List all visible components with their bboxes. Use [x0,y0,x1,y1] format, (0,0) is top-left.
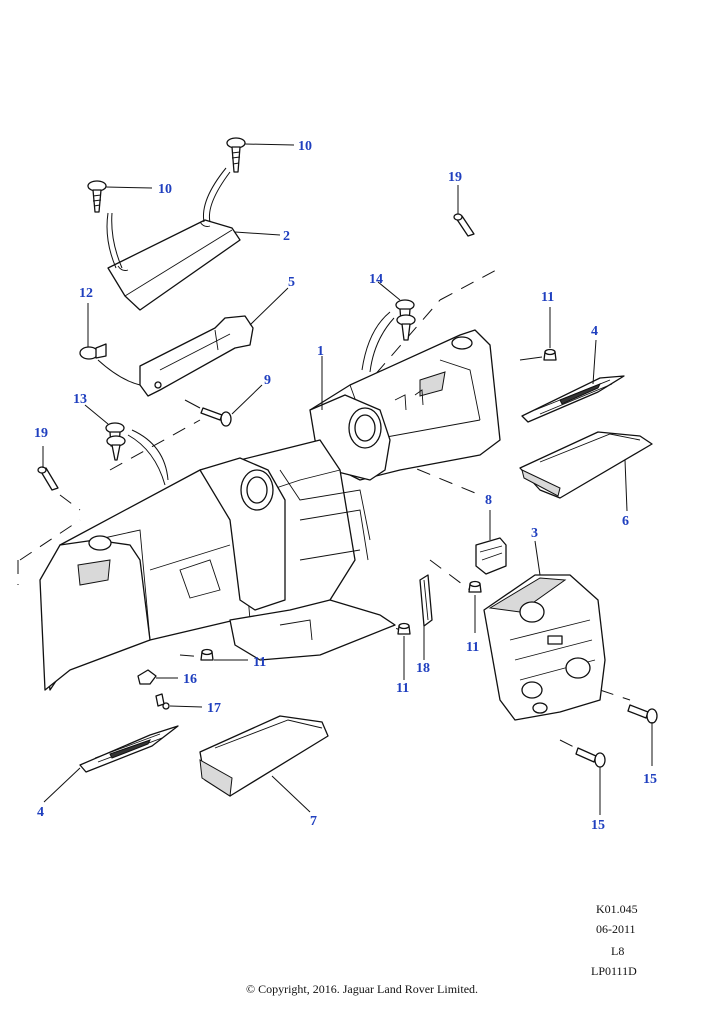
callout-15-upper: 15 [643,772,657,787]
copyright-notice: © Copyright, 2016. Jaguar Land Rover Lim… [245,982,479,996]
reference-model: L8 [611,944,625,958]
callout-1: 1 [317,344,324,359]
part-10-screw-right[interactable] [226,137,246,173]
reference-code: K01.045 [596,902,638,916]
part-4-grille-lower[interactable] [79,725,179,773]
callout-5: 5 [288,275,295,290]
callout-18: 18 [416,661,430,676]
part-1-dashboard-body[interactable] [39,329,501,691]
part-7-lower-tray[interactable] [199,715,329,797]
part-18-strip[interactable] [419,574,433,627]
callout-12: 12 [79,286,93,301]
callout-9: 9 [264,373,271,388]
part-4-grille-upper[interactable] [521,375,625,423]
callout-7: 7 [310,814,317,829]
callout-16: 16 [183,672,197,687]
part-5-grab-handle[interactable] [139,315,254,397]
callout-2: 2 [283,229,290,244]
reference-date: 06-2011 [596,922,636,936]
part-13-clip[interactable] [105,422,126,461]
callout-10-left: 10 [158,182,172,197]
callout-3: 3 [531,526,538,541]
part-12-clip[interactable] [79,343,107,360]
callout-labels: 10 10 2 19 5 12 14 11 1 4 9 13 19 6 8 3 … [34,139,657,833]
reference-diagram-id: LP0111D [591,964,637,978]
part-15-screw-upper[interactable] [627,704,658,724]
callout-19-left: 19 [34,426,48,441]
callout-19-top: 19 [448,170,462,185]
part-14-clip[interactable] [395,299,416,341]
part-8-bracket[interactable] [475,537,507,575]
part-2-top-cover[interactable] [107,219,241,311]
callout-8: 8 [485,493,492,508]
callout-11-center: 11 [466,640,479,655]
callout-4-lower: 4 [37,805,44,820]
callout-4-upper: 4 [591,324,598,339]
callout-17: 17 [207,701,221,716]
part-9-screw[interactable] [200,407,232,427]
part-11-clip-left[interactable] [200,648,214,661]
part-17-fastener[interactable] [155,693,170,710]
callout-11-left: 11 [253,655,266,670]
part-16-clip[interactable] [137,669,157,685]
part-11-clip-center[interactable] [468,580,482,593]
callout-13: 13 [73,392,87,407]
callout-11-upper: 11 [541,290,554,305]
part-19-bolt-top[interactable] [453,213,475,237]
callout-11-lower: 11 [396,681,409,696]
part-6-upper-tray[interactable] [519,431,653,499]
part-11-clip-lower[interactable] [397,622,411,635]
part-11-clip-upper[interactable] [543,348,557,361]
callout-15-lower: 15 [591,818,605,833]
part-3-center-bezel[interactable] [483,574,606,721]
part-19-bolt-left[interactable] [37,466,59,491]
part-15-screw-lower[interactable] [575,747,606,768]
part-10-screw-left[interactable] [87,180,107,213]
callout-6: 6 [622,514,629,529]
callout-leaders [42,143,653,815]
callout-14: 14 [369,272,383,287]
callout-10-right: 10 [298,139,312,154]
